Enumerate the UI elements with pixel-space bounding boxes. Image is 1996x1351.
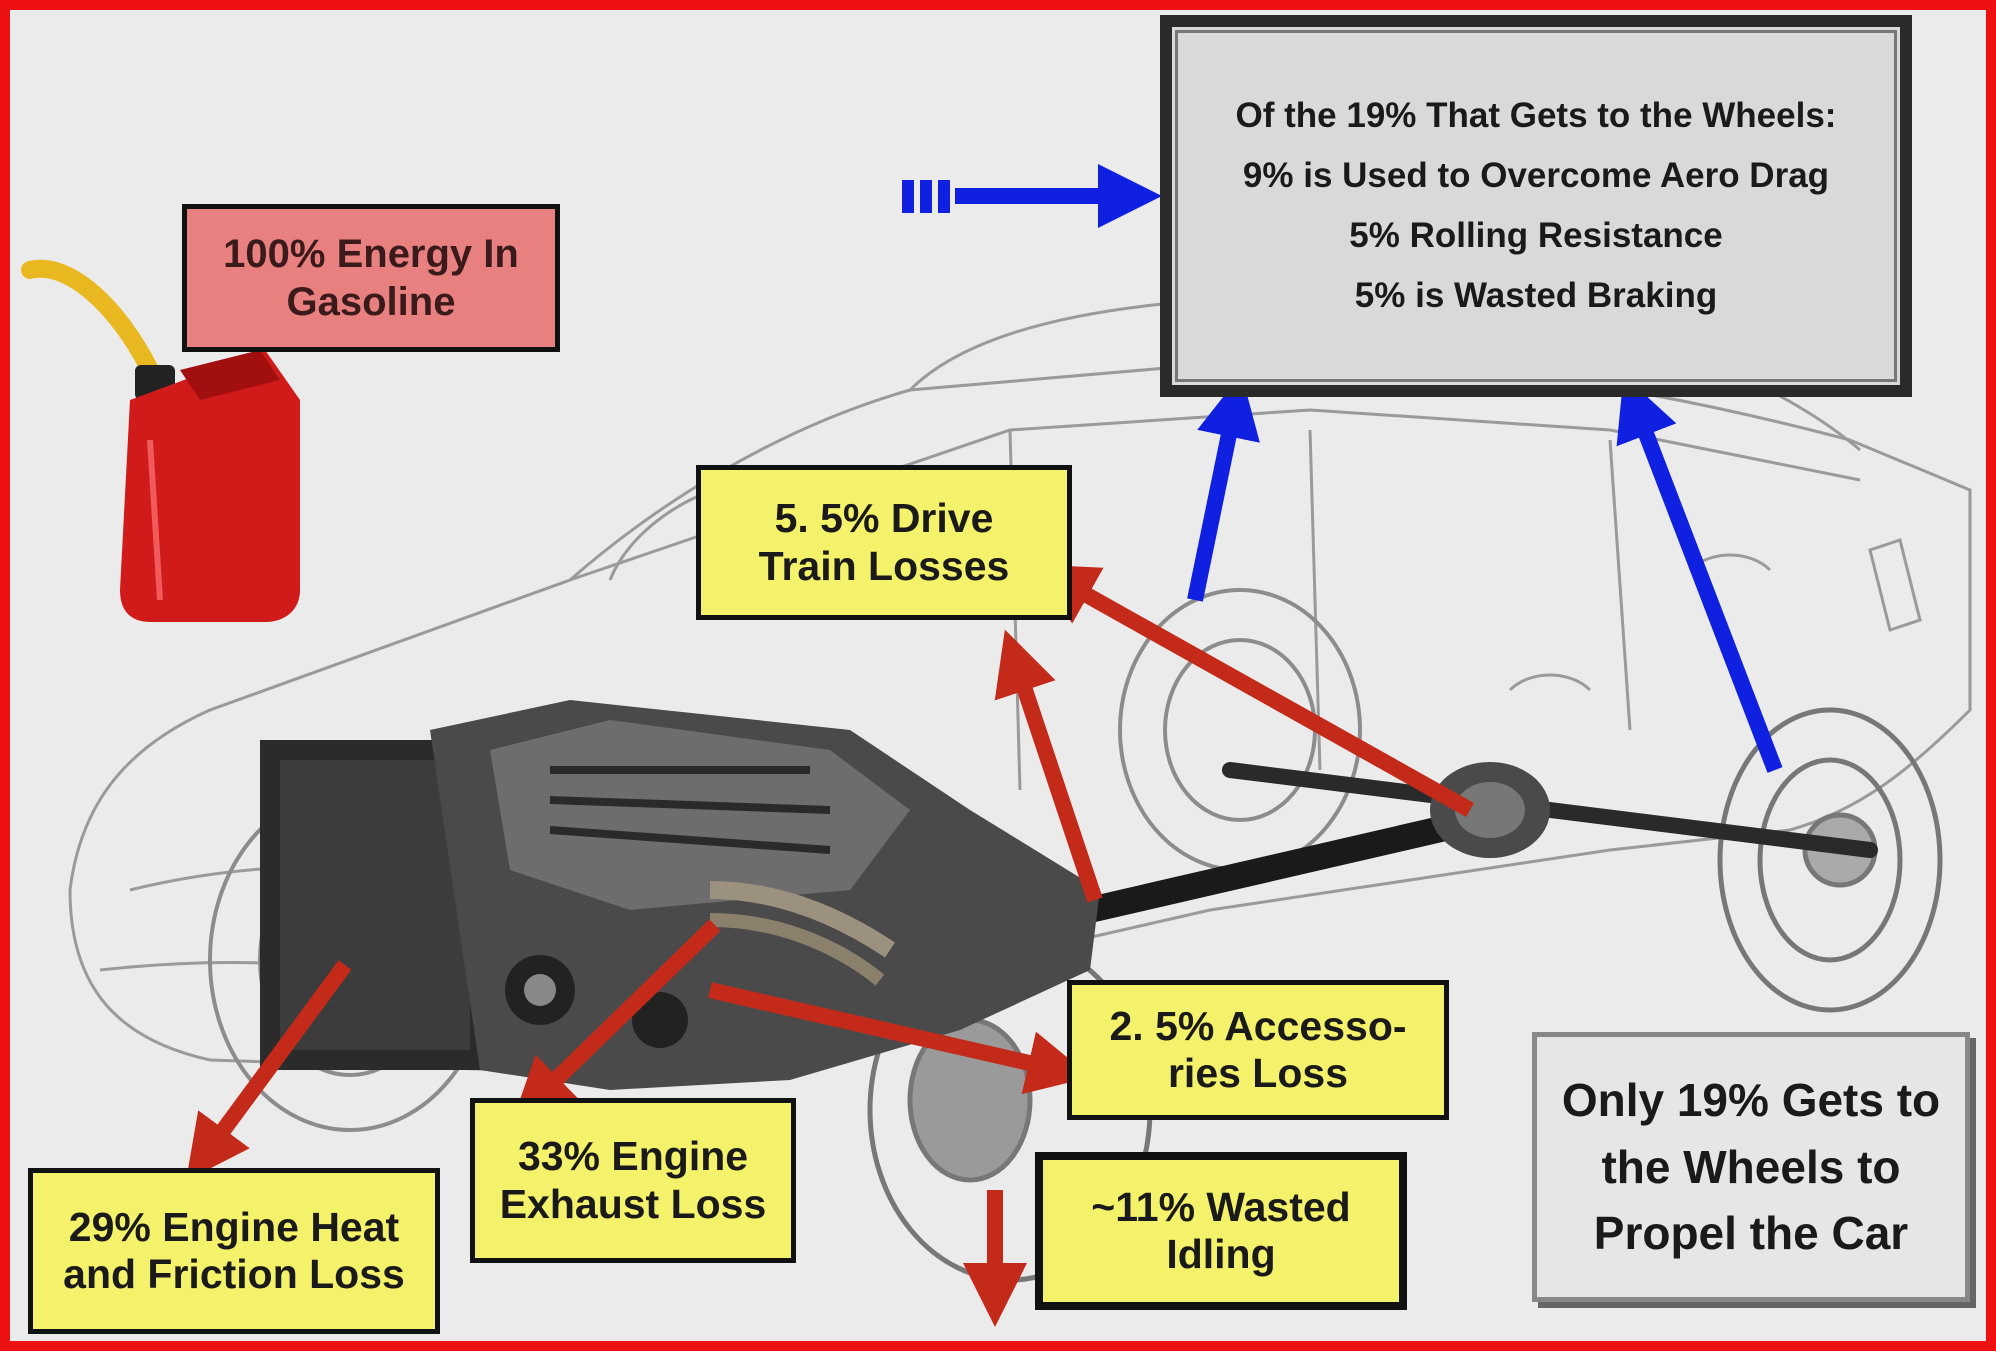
arrow-right-wheel-up (1616, 375, 1783, 773)
wheel-energy-arrows (955, 164, 1783, 773)
diagram-artwork (21, 164, 1972, 1327)
drive-train-loss-line1: 5. 5% Drive (774, 495, 994, 542)
wheel-rear-right (1717, 707, 1943, 1013)
exhaust-loss-line2: Exhaust Loss (499, 1180, 767, 1227)
arrow-rear-wheel-up (1187, 373, 1260, 602)
exhaust-loss-line1: 33% Engine (517, 1133, 749, 1180)
fuel-energy-line1: 100% Energy In (223, 232, 519, 276)
wheels-breakdown-title: Of the 19% That Gets to the Wheels: (1235, 96, 1837, 135)
fuel-energy-line2: Gasoline (286, 280, 456, 324)
summary-line3: Propel the Car (1593, 1207, 1909, 1260)
exhaust-loss-box: 33% Engine Exhaust Loss (470, 1098, 796, 1263)
heat-friction-loss-line2: and Friction Loss (63, 1251, 405, 1297)
arrow-drive-train-upper (1032, 564, 1474, 817)
fuel-energy-box: 100% Energy In Gasoline (182, 204, 560, 352)
gas-can-icon (21, 259, 300, 622)
arrow-accessories (708, 982, 1092, 1095)
wheels-breakdown-braking: 5% is Wasted Braking (1354, 276, 1718, 315)
accessories-loss-line1: 2. 5% Accesso- (1109, 1002, 1407, 1049)
idling-loss-line2: Idling (1166, 1231, 1276, 1277)
idling-loss-line1: ~11% Wasted (1091, 1183, 1351, 1230)
arrow-exhaust (512, 919, 721, 1123)
idling-loss-box: ~11% Wasted Idling (1035, 1152, 1407, 1310)
summary-box: Only 19% Gets to the Wheels to Propel th… (1532, 1032, 1970, 1302)
wheels-breakdown-aero: 9% is Used to Overcome Aero Drag (1242, 156, 1830, 195)
heat-friction-loss-line1: 29% Engine Heat (68, 1203, 400, 1250)
accessories-loss-box: 2. 5% Accesso- ries Loss (1067, 980, 1449, 1120)
heat-friction-loss-box: 29% Engine Heat and Friction Loss (28, 1168, 440, 1334)
arrow-heat-friction (186, 960, 352, 1181)
summary-line2: the Wheels to (1601, 1140, 1901, 1193)
drivetrain-illustration (1077, 762, 1878, 923)
drive-train-loss-line2: Train Losses (758, 542, 1010, 589)
drive-train-loss-box: 5. 5% Drive Train Losses (696, 465, 1072, 620)
wheels-breakdown-rolling: 5% Rolling Resistance (1349, 216, 1723, 255)
wheels-breakdown-box: Of the 19% That Gets to the Wheels: 9% i… (1160, 15, 1912, 397)
loss-arrows (186, 564, 1474, 1327)
arrow-drive-train-lower (994, 629, 1103, 903)
arrow-tail-marks (902, 180, 950, 213)
accessories-loss-line2: ries Loss (1167, 1050, 1349, 1096)
summary-line1: Only 19% Gets to (1561, 1073, 1941, 1126)
